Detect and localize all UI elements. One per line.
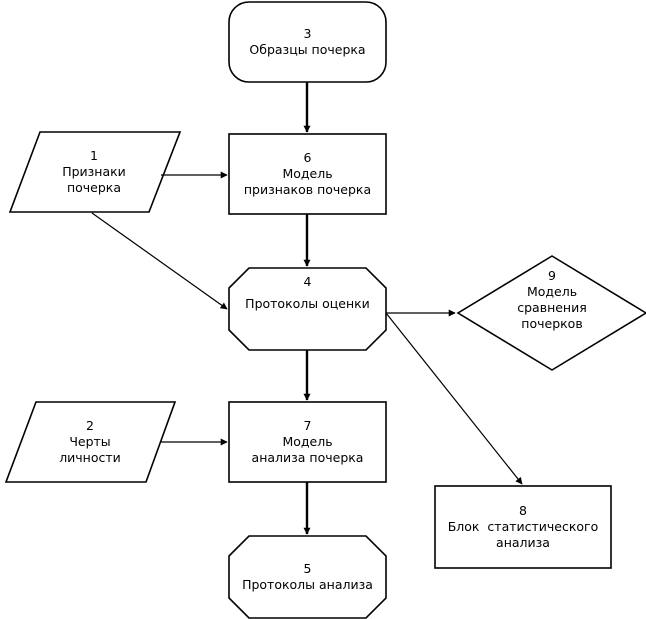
node-7-label: 7 Модель анализа почерка	[229, 402, 386, 482]
node-7-text-2: анализа почерка	[251, 450, 364, 465]
node-7-number: 7	[303, 418, 312, 433]
node-3-text: Образцы почерка	[249, 42, 366, 57]
node-3-label: 3 Образцы почерка	[229, 2, 386, 82]
edge-4-to-8	[385, 312, 523, 485]
node-6-number: 6	[303, 150, 312, 165]
node-6-label: 6 Модель признаков почерка	[229, 134, 386, 214]
node-7-shape	[228, 401, 387, 483]
node-4-text: Протоколы оценки	[245, 296, 370, 311]
node-2-label: 2 Черты личности	[20, 402, 160, 482]
node-5-number: 5	[303, 561, 312, 576]
node-4-number: 4	[303, 274, 312, 289]
node-5-label: 5 Протоколы анализа	[229, 536, 386, 618]
node-9-number: 9	[548, 268, 556, 283]
node-1-text-1: Признаки	[62, 164, 126, 179]
node-2-text-2: личности	[59, 450, 121, 465]
node-9-shape	[456, 255, 646, 371]
node-6-shape	[228, 133, 387, 215]
node-3-number: 3	[303, 26, 312, 41]
node-9-text-3: почерков	[521, 316, 583, 331]
node-8-label: 8 Блок статистического анализа	[435, 486, 611, 568]
node-9-label: 9 Модель сравнения почерков	[488, 256, 616, 370]
node-4-shape	[228, 267, 387, 351]
node-9-text-2: сравнения	[517, 300, 587, 315]
node-8-shape	[434, 485, 612, 569]
node-8-text-1: Блок статистического	[447, 519, 599, 534]
node-8-text-2: анализа	[496, 535, 550, 550]
node-9-text-1: Модель	[526, 284, 578, 299]
node-5-text: Протоколы анализа	[242, 577, 373, 592]
node-8-number: 8	[519, 503, 527, 518]
node-7-text-1: Модель	[282, 434, 333, 449]
node-4-label: 4 Протоколы оценки	[229, 268, 386, 350]
node-2-number: 2	[86, 418, 94, 433]
node-1-number: 1	[90, 148, 98, 163]
node-6-text-2: признаков почерка	[243, 182, 372, 197]
node-2-text-1: Черты	[69, 434, 111, 449]
node-1-text-2: почерка	[66, 180, 122, 195]
node-1-label: 1 Признаки почерка	[24, 132, 164, 212]
node-6-text-1: Модель	[282, 166, 333, 181]
node-2-shape	[4, 401, 177, 483]
edge-1-to-4	[91, 212, 228, 310]
node-1-shape	[8, 131, 182, 213]
node-5-shape	[228, 535, 387, 619]
